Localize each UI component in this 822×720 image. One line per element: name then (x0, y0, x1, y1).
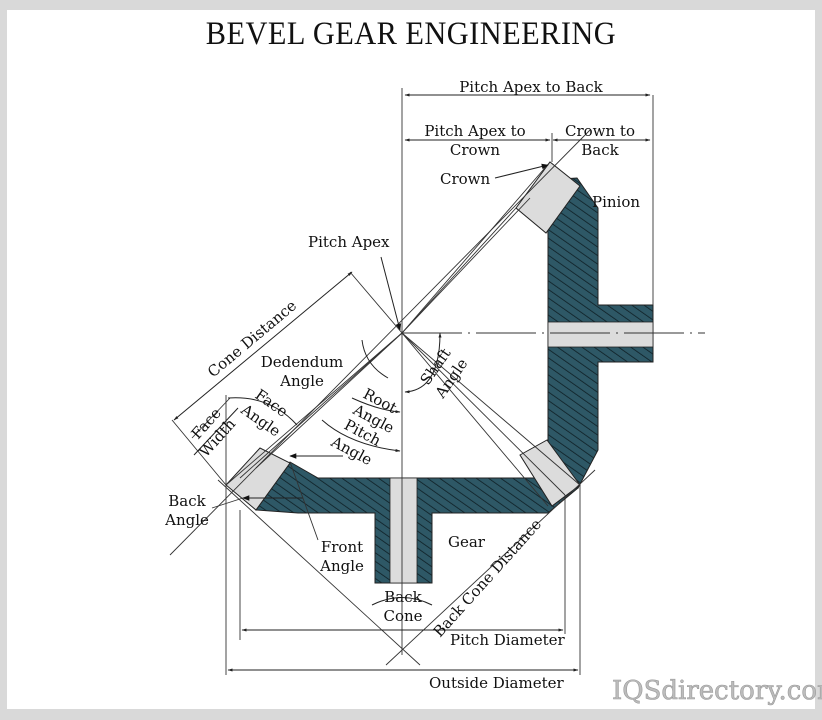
label-back-cone-2: Cone (383, 607, 422, 625)
pinion-bore (547, 321, 654, 348)
pitch-angle-arc (321, 419, 401, 452)
label-pitch-apex: Pitch Apex (308, 233, 390, 251)
label-pitch-diameter: Pitch Diameter (450, 631, 566, 649)
label-crown-to-back-2: Back (581, 141, 619, 159)
label-front-angle-2: Angle (319, 557, 364, 575)
label-back-cone-1: Back (384, 588, 422, 606)
label-pitch-apex-to-crown-1: Pitch Apex to (424, 122, 525, 140)
label-gear: Gear (448, 533, 486, 551)
dedendum-angle-arc (361, 339, 389, 379)
label-front-angle-1: Front (321, 538, 363, 556)
page-title: BEVEL GEAR ENGINEERING (205, 16, 617, 52)
watermark-logo: IQSdirectory.com (612, 676, 822, 706)
cone-distance-dimension (173, 271, 353, 421)
back-cone-pinion-line (169, 129, 591, 556)
label-pitch-apex-to-crown-2: Crown (450, 141, 501, 159)
label-outside-diameter: Outside Diameter (429, 674, 565, 692)
back-cone-right-line (385, 469, 596, 666)
crown-pointer (494, 163, 549, 179)
label-back-angle-1: Back (168, 492, 206, 510)
back-cone-left-line (217, 479, 421, 666)
face-width-dimension (193, 407, 239, 456)
pinion-tooth (515, 161, 581, 234)
face-angle-arc (227, 397, 298, 426)
label-pitch-apex-to-back: Pitch Apex to Back (459, 78, 603, 96)
pitch-apex-pointer (380, 256, 402, 331)
back-cone-arc (371, 597, 433, 606)
label-back-cone-distance: Back Cone Distance (430, 515, 545, 640)
label-pinion: Pinion (592, 193, 640, 211)
label-crown-to-back-1: Crown to (565, 122, 635, 140)
label-dedendum-angle-2: Angle (279, 372, 324, 390)
label-crown: Crown (440, 170, 491, 188)
shaft-angle-arc (404, 332, 442, 394)
label-back-angle-2: Angle (164, 511, 209, 529)
root-angle-arc (351, 397, 401, 414)
label-dedendum-angle-1: Dedendum (261, 353, 344, 371)
gear-bore (389, 477, 418, 584)
